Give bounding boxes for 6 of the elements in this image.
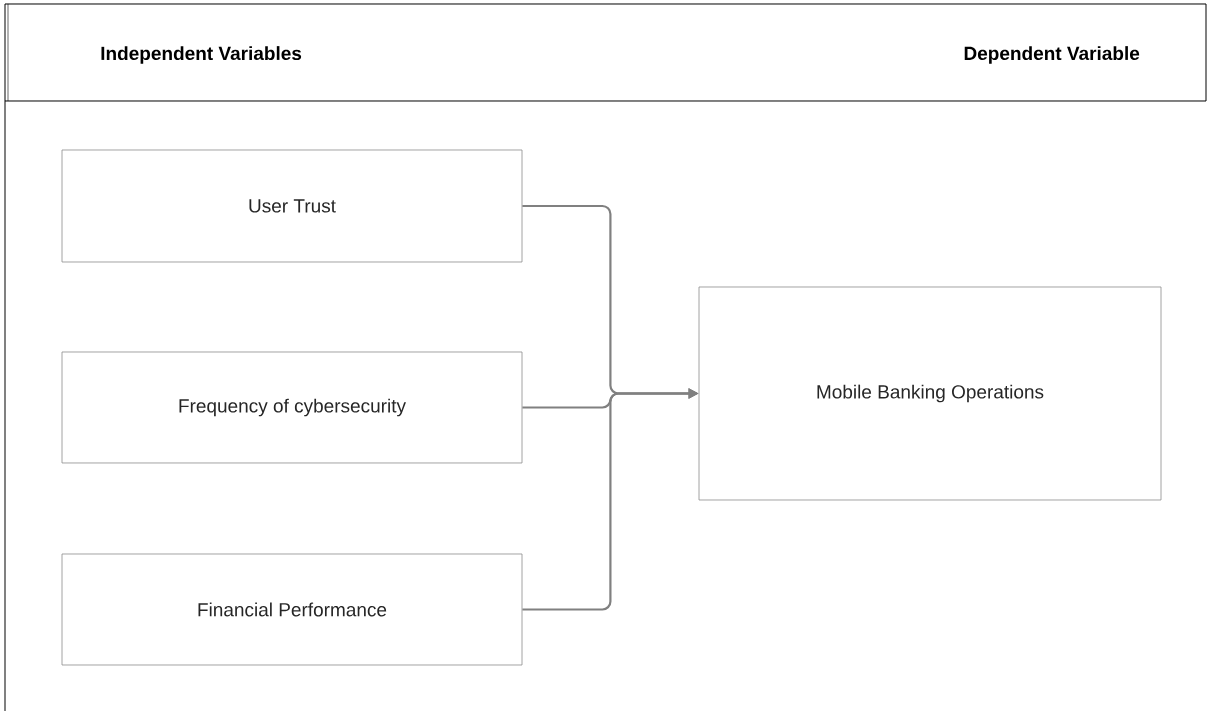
column-heading: Dependent Variable bbox=[964, 46, 1140, 64]
variable-box: Mobile Banking Operations bbox=[698, 286, 1162, 501]
column-heading: Independent Variables bbox=[101, 46, 302, 64]
variable-box: Frequency of cybersecurity bbox=[61, 351, 523, 464]
variable-box: User Trust bbox=[61, 149, 523, 263]
variable-box: Financial Performance bbox=[61, 553, 523, 666]
